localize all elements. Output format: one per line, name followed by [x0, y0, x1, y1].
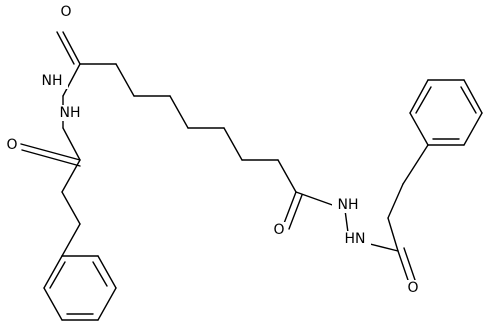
oxygen-atom: O: [406, 280, 420, 296]
bond: [277, 159, 297, 193]
bond: [92, 261, 108, 287]
bond: [115, 63, 135, 97]
atom-labels: O O O O NH NH NH HN: [5, 4, 420, 296]
bond: [463, 79, 483, 114]
bond: [460, 86, 477, 114]
nitrogen-atom: NH: [332, 197, 364, 213]
bond: [409, 112, 429, 146]
bond: [288, 194, 303, 230]
nitrogen-atom: HN: [339, 231, 371, 247]
svg-text:O: O: [407, 280, 418, 296]
bonds: [20, 31, 483, 321]
svg-text:NH: NH: [42, 73, 63, 89]
svg-text:O: O: [273, 222, 284, 238]
oxygen-atom: O: [5, 137, 19, 153]
bond: [61, 223, 81, 257]
bond: [62, 127, 81, 161]
bond: [223, 127, 243, 161]
bond: [43, 255, 63, 289]
nitrogen-atom: NH: [54, 105, 86, 121]
bond: [387, 183, 404, 219]
bond: [295, 191, 339, 208]
bond: [43, 287, 63, 321]
bond: [463, 112, 483, 146]
bond: [20, 143, 81, 161]
bond: [61, 191, 81, 225]
svg-text:HN: HN: [345, 231, 366, 247]
bond: [49, 261, 66, 289]
oxygen-atom: O: [272, 222, 286, 238]
bond: [397, 250, 410, 284]
nitrogen-atom: NH: [36, 73, 68, 89]
bond: [56, 31, 75, 65]
svg-text:NH: NH: [60, 105, 81, 121]
bond: [282, 191, 297, 227]
bond: [409, 79, 429, 114]
bond: [97, 287, 117, 321]
bond: [97, 255, 117, 289]
svg-text:NH: NH: [338, 197, 359, 213]
bond: [62, 31, 81, 65]
bond: [62, 63, 81, 97]
bond: [169, 95, 189, 129]
svg-text:O: O: [60, 4, 71, 20]
bond: [387, 217, 399, 252]
bond: [21, 149, 81, 167]
bond: [402, 144, 429, 185]
bond: [403, 247, 416, 281]
bond: [415, 86, 432, 114]
svg-text:O: O: [6, 137, 17, 153]
oxygen-atom: O: [59, 4, 73, 20]
